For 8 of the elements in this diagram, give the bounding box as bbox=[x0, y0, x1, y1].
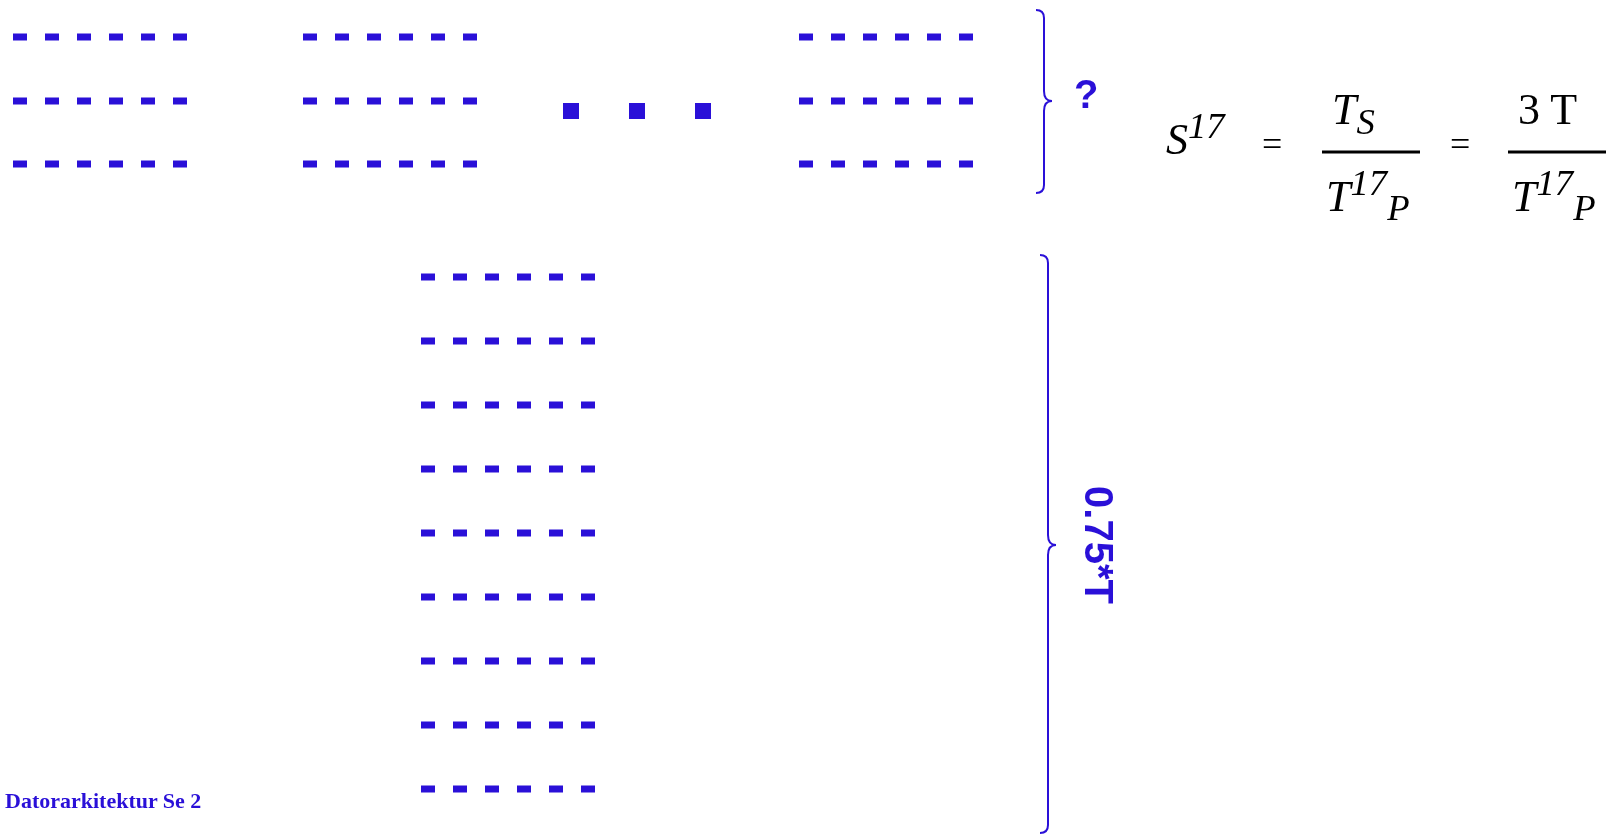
duration-label: 0.75*T bbox=[1078, 486, 1119, 604]
equals-sign: = bbox=[1450, 126, 1471, 162]
footer-text: Datorarkitektur Se 2 bbox=[5, 790, 202, 812]
question-mark: ? bbox=[1074, 74, 1099, 114]
numerator: T$_{S}$ bbox=[1332, 88, 1375, 141]
math-term: S$^{17}$ bbox=[1166, 108, 1225, 162]
numerator: 3 T bbox=[1518, 88, 1578, 132]
equals-sign: = bbox=[1262, 126, 1283, 162]
